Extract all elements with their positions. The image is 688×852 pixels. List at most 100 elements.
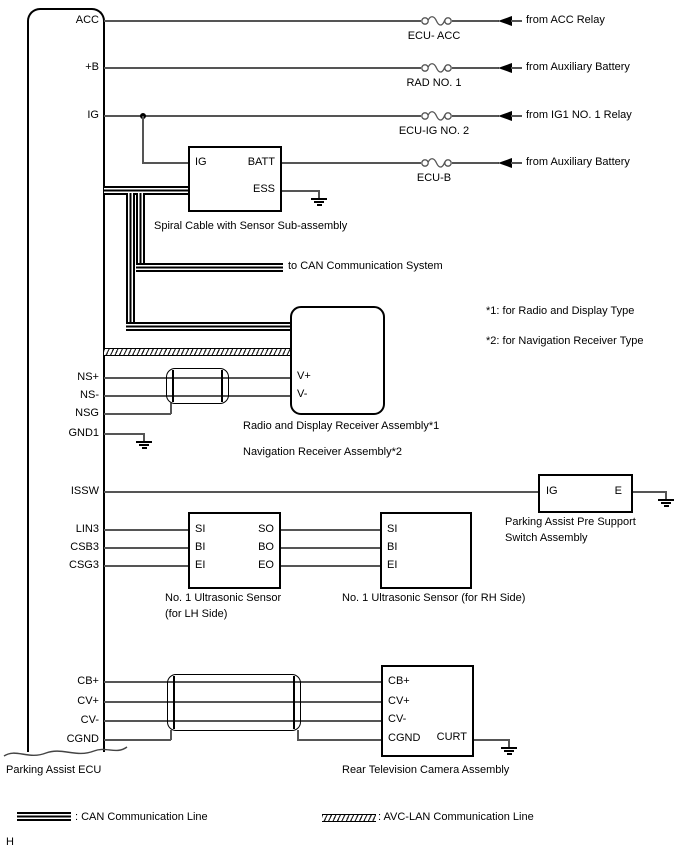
sensor-rh-pin-si: SI [387, 523, 398, 535]
wire-bplus-tail [511, 67, 522, 69]
camera-pin-cbp: CB+ [388, 675, 410, 687]
sensor-lh-pin-ei: EI [195, 559, 206, 571]
can-line-to-receiver [126, 322, 290, 331]
wire-acc-tail [511, 20, 522, 22]
ground-icon [657, 491, 675, 509]
wire-cgnd-up-left [170, 730, 172, 740]
fuse-rad-no1-icon [421, 63, 452, 73]
ecu-pin-csb3: CSB3 [70, 541, 99, 553]
wire-nsp [104, 377, 290, 379]
ecu-pin-lin3: LIN3 [75, 523, 99, 535]
avclan-line [104, 348, 290, 356]
ecu-pin-nsp: NS+ [77, 371, 99, 383]
switch-pin-e: E [614, 485, 622, 497]
ecu-pin-cvp: CV+ [77, 695, 99, 707]
ecu-pin-ig: IG [87, 109, 99, 121]
receiver-pin-vm: V- [297, 388, 308, 400]
wire-cvp [104, 701, 381, 703]
spiral-cable-box [188, 146, 282, 212]
wire-ig-drop [142, 116, 144, 163]
wire-csb3 [104, 547, 188, 549]
source-acc: from ACC Relay [526, 14, 605, 26]
sensor-lh-pin-si: SI [195, 523, 206, 535]
fuse-ecu-ig-icon [421, 111, 452, 121]
wire-batt-out [452, 162, 499, 164]
wire-acc [104, 20, 421, 22]
sensor-rh-label: No. 1 Ultrasonic Sensor (for RH Side) [342, 592, 526, 604]
ecu-pin-cbp: CB+ [77, 675, 99, 687]
camera-pin-curt: CURT [436, 731, 467, 743]
wire-csg3 [104, 565, 188, 567]
sensor-lh-label-1: No. 1 Ultrasonic Sensor [165, 592, 282, 604]
wire-bplus-out [452, 67, 499, 69]
parking-assist-ecu-box [27, 8, 105, 752]
camera-pin-cvp: CV+ [388, 695, 410, 707]
wire-nsg [104, 413, 171, 415]
fuse-ecu-acc-icon [421, 16, 452, 26]
wire-so-si [281, 529, 381, 531]
wire-eo-ei [281, 565, 381, 567]
ground-icon [135, 433, 153, 451]
legend-avclan-text: : AVC-LAN Communication Line [378, 811, 534, 823]
can-branch-label: to CAN Communication System [288, 260, 443, 272]
ground-icon [500, 739, 518, 757]
shield-ns-pair [166, 368, 229, 404]
wire-curt [474, 739, 508, 741]
arrow-left-icon [498, 63, 512, 73]
sensor-rh-box [380, 512, 472, 589]
can-line-drop-left [126, 193, 135, 331]
sensor-lh-box [188, 512, 281, 589]
receiver-pin-vp: V+ [297, 370, 311, 382]
spiral-pin-ess: ESS [252, 183, 275, 195]
camera-pin-cvm: CV- [388, 713, 407, 725]
wire-gnd1 [104, 433, 144, 435]
wire-ig-out [452, 115, 499, 117]
source-ig: from IG1 NO. 1 Relay [526, 109, 632, 121]
sensor-rh-pin-bi: BI [387, 541, 398, 553]
fuse-label-ecu-ig: ECU-IG NO. 2 [398, 125, 470, 137]
wire-cgnd-left [104, 739, 171, 741]
ecu-torn-edge [3, 746, 128, 757]
wire-lin3 [104, 529, 188, 531]
wire-ig [104, 115, 421, 117]
camera-label: Rear Television Camera Assembly [342, 764, 510, 776]
can-line-ecu-spiral [104, 186, 188, 195]
receiver-label-1: Radio and Display Receiver Assembly*1 [243, 420, 440, 432]
fuse-label-acc: ECU- ACC [407, 30, 461, 42]
wire-acc-out [452, 20, 499, 22]
wire-issw [104, 491, 538, 493]
sensor-rh-pin-ei: EI [387, 559, 398, 571]
ecu-label: Parking Assist ECU [6, 764, 102, 776]
ecu-pin-nsm: NS- [80, 389, 99, 401]
switch-label-1: Parking Assist Pre Support [505, 516, 636, 528]
legend-can-text: : CAN Communication Line [75, 811, 208, 823]
note-1: *1: for Radio and Display Type [486, 305, 635, 317]
sensor-lh-pin-so: SO [258, 523, 274, 535]
shield-camera-cable [167, 674, 301, 731]
arrow-left-icon [498, 111, 512, 121]
wire-ess [282, 190, 319, 192]
receiver-box [290, 306, 385, 415]
can-line-to-system [136, 263, 283, 272]
ecu-pin-cvm: CV- [80, 714, 99, 726]
wire-batt-tail [511, 162, 522, 164]
switch-label-2: Switch Assembly [505, 532, 588, 544]
ecu-pin-b: +B [85, 61, 99, 73]
wire-ig-spiral [142, 162, 188, 164]
wire-cgnd-right [297, 739, 381, 741]
receiver-label-2: Navigation Receiver Assembly*2 [243, 446, 402, 458]
camera-pin-cgnd: CGND [388, 732, 421, 744]
fuse-label-rad: RAD NO. 1 [406, 77, 462, 89]
wire-bo-bi [281, 547, 381, 549]
sensor-lh-label-2: (for LH Side) [165, 608, 228, 620]
switch-pin-ig: IG [546, 485, 558, 497]
camera-box [381, 665, 474, 757]
wire-cvm [104, 720, 381, 722]
arrow-left-icon [498, 158, 512, 168]
wire-switch-e [633, 491, 666, 493]
can-line-drop-right [136, 193, 145, 272]
page-marker: H [6, 836, 14, 848]
ecu-pin-gnd1: GND1 [68, 427, 99, 439]
wire-bplus [104, 67, 421, 69]
